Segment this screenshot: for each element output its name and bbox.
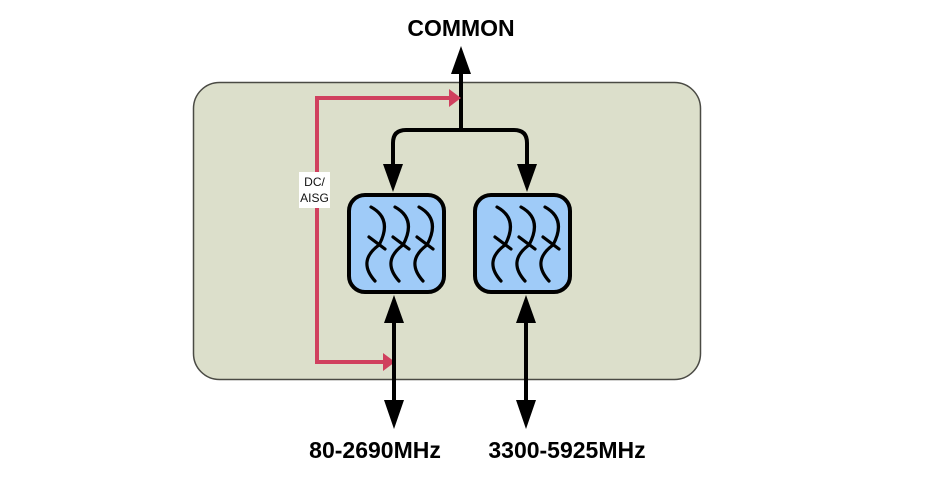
dc-aisg-label-bg: [299, 172, 330, 208]
splitter-bus: [391, 128, 529, 170]
resonator-curve: [515, 205, 537, 283]
port2-signal-path: [516, 295, 536, 429]
port1-signal-path: [384, 295, 404, 429]
device-housing: [192, 81, 702, 381]
resonator-coupling-stroke: [367, 235, 387, 251]
common-arrow-up-icon: [451, 46, 471, 74]
resonator-coupling-stroke: [493, 235, 513, 251]
dc-arrow-common-icon: [449, 89, 461, 107]
filter-box: [347, 193, 446, 294]
bandpass-filter-icon: [365, 205, 435, 283]
resonator-curve: [539, 205, 561, 283]
bandpass-filter-icon: [491, 205, 561, 283]
dc-aisg-path: [315, 89, 461, 371]
port2-frequency-label: 3300-5925MHz: [488, 437, 645, 463]
high-band-filter: [473, 193, 572, 294]
dc-arrow-port1-icon: [383, 353, 395, 371]
port2-arrow-up-icon: [516, 295, 536, 323]
dc-aisg-label-line1: DC/: [304, 175, 325, 189]
resonator-curve: [491, 205, 513, 283]
resonator-coupling-stroke: [541, 235, 561, 251]
port1-arrow-down-icon: [384, 400, 404, 429]
low-band-filter: [347, 193, 446, 294]
common-port-label: COMMON: [407, 15, 514, 41]
dc-aisg-label-line2: AISG: [300, 191, 329, 205]
resonator-curve: [365, 205, 387, 283]
port1-frequency-label: 80-2690MHz: [309, 437, 441, 463]
resonator-curve: [389, 205, 411, 283]
port1-arrow-up-icon: [384, 295, 404, 323]
resonator-curve: [413, 205, 435, 283]
port2-arrow-down-icon: [516, 400, 536, 429]
filter-box: [473, 193, 572, 294]
filter2-input-arrow-icon: [517, 164, 537, 192]
common-signal-path: [383, 46, 537, 192]
filter1-input-arrow-icon: [383, 164, 403, 192]
resonator-coupling-stroke: [415, 235, 435, 251]
resonator-coupling-stroke: [391, 235, 411, 251]
resonator-coupling-stroke: [517, 235, 537, 251]
